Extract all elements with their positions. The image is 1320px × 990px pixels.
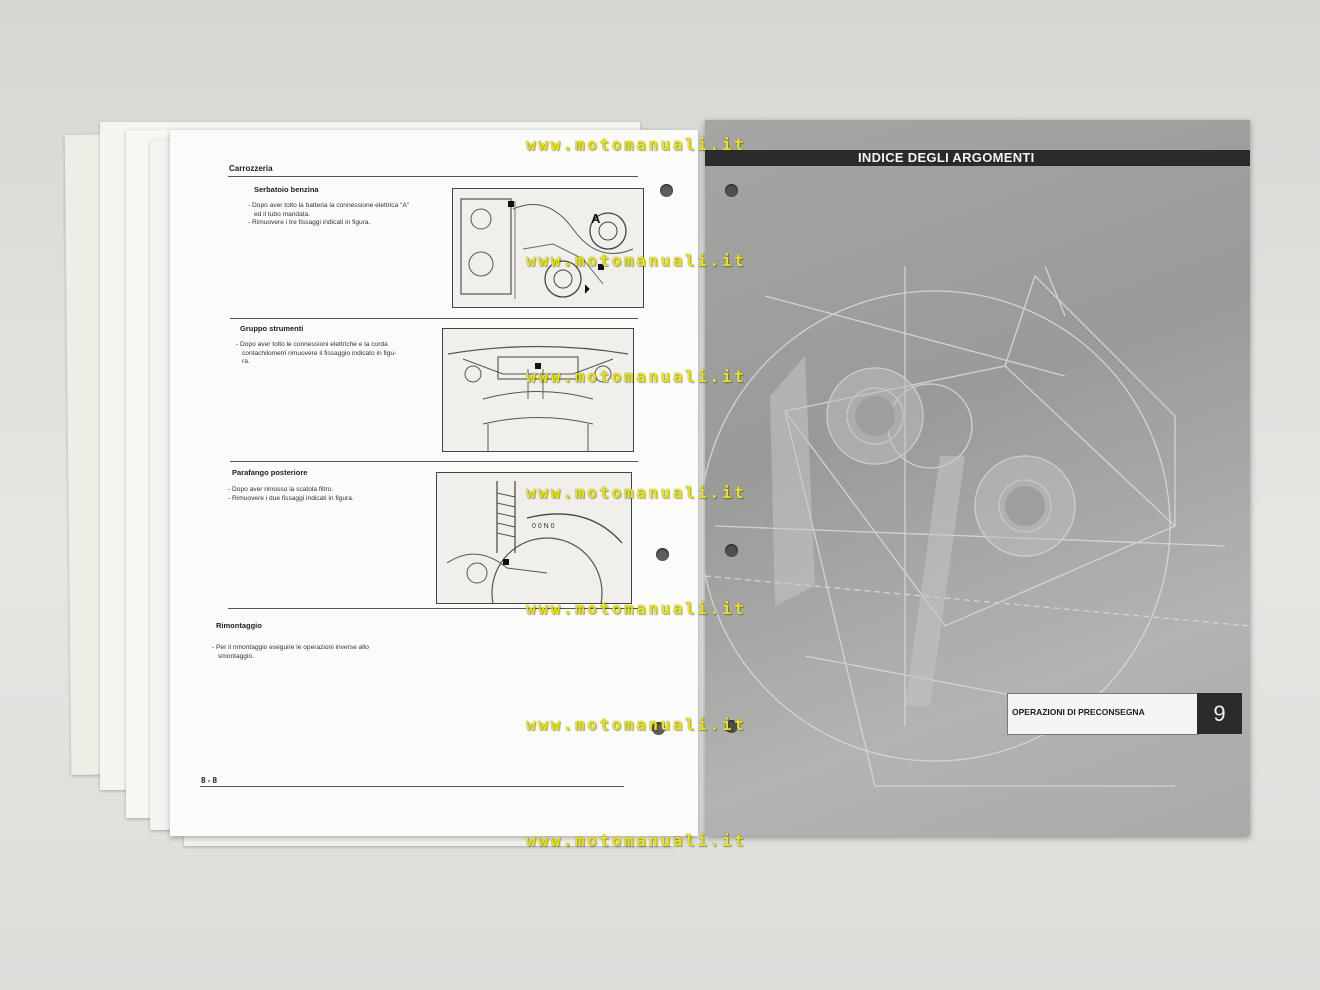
watermark-text: www.motomanuali.it — [526, 367, 747, 386]
header-bar: INDICE DEGLI ARGOMENTI — [705, 150, 1250, 166]
svg-text:0 0 N 0: 0 0 N 0 — [532, 523, 555, 530]
block-text: - Dopo aver tolto le connessioni elettri… — [236, 341, 397, 365]
divider — [230, 318, 638, 319]
watermark-text: www.motomanuali.it — [526, 715, 747, 734]
chapter-title: OPERAZIONI DI PRECONSEGNA — [1012, 707, 1145, 717]
block-title: Serbatoio benzina — [254, 185, 319, 194]
block-title: Gruppo strumenti — [240, 324, 304, 333]
figure-fuel-tank: A — [452, 188, 644, 308]
cover-geometric-art — [705, 265, 1250, 787]
watermark-text: www.motomanuali.it — [526, 135, 747, 154]
punch-hole — [660, 184, 673, 197]
watermark-text: www.motomanuali.it — [526, 831, 747, 850]
divider — [228, 176, 638, 177]
punch-hole — [725, 184, 738, 197]
block-text: - Dopo aver tolto la batteria la conness… — [248, 202, 410, 226]
section-title: Carrozzeria — [229, 164, 273, 173]
block-title: Rimontaggio — [216, 621, 262, 630]
punch-hole — [652, 722, 665, 735]
punch-hole — [725, 720, 738, 733]
figure-rear-fender: 0 0 N 0 — [436, 472, 632, 604]
page-number: 8 - 8 — [201, 776, 218, 785]
watermark-text: www.motomanuali.it — [526, 251, 747, 270]
header-title: INDICE DEGLI ARGOMENTI — [858, 150, 1035, 165]
fuel-tank-drawing: A — [460, 198, 634, 299]
block-text: - Dopo aver rimosso la scatola filtro. -… — [228, 486, 354, 502]
chapter-number: 9 — [1213, 701, 1226, 726]
punch-hole — [656, 548, 669, 561]
chapter-label-box: OPERAZIONI DI PRECONSEGNA — [1007, 693, 1199, 735]
block-text: - Per il rimontaggio eseguire le operazi… — [212, 644, 369, 660]
block-title: Parafango posteriore — [232, 468, 308, 477]
divider — [230, 461, 638, 462]
figure-instrument-cluster — [442, 328, 634, 452]
manual-page-left: Carrozzeria Serbatoio benzina - Dopo ave… — [170, 130, 698, 836]
punch-hole — [725, 544, 738, 557]
instrument-drawing — [447, 345, 629, 451]
watermark-text: www.motomanuali.it — [526, 483, 747, 502]
watermark-text: www.motomanuali.it — [526, 599, 747, 618]
divider — [200, 786, 624, 787]
divider — [228, 608, 638, 609]
rear-fender-drawing: 0 0 N 0 — [446, 481, 623, 603]
chapter-number-box: 9 — [1197, 693, 1242, 734]
manual-cover-right: INDICE DEGLI ARGOMENTI — [705, 120, 1250, 836]
figure-label-a: A — [591, 211, 601, 226]
